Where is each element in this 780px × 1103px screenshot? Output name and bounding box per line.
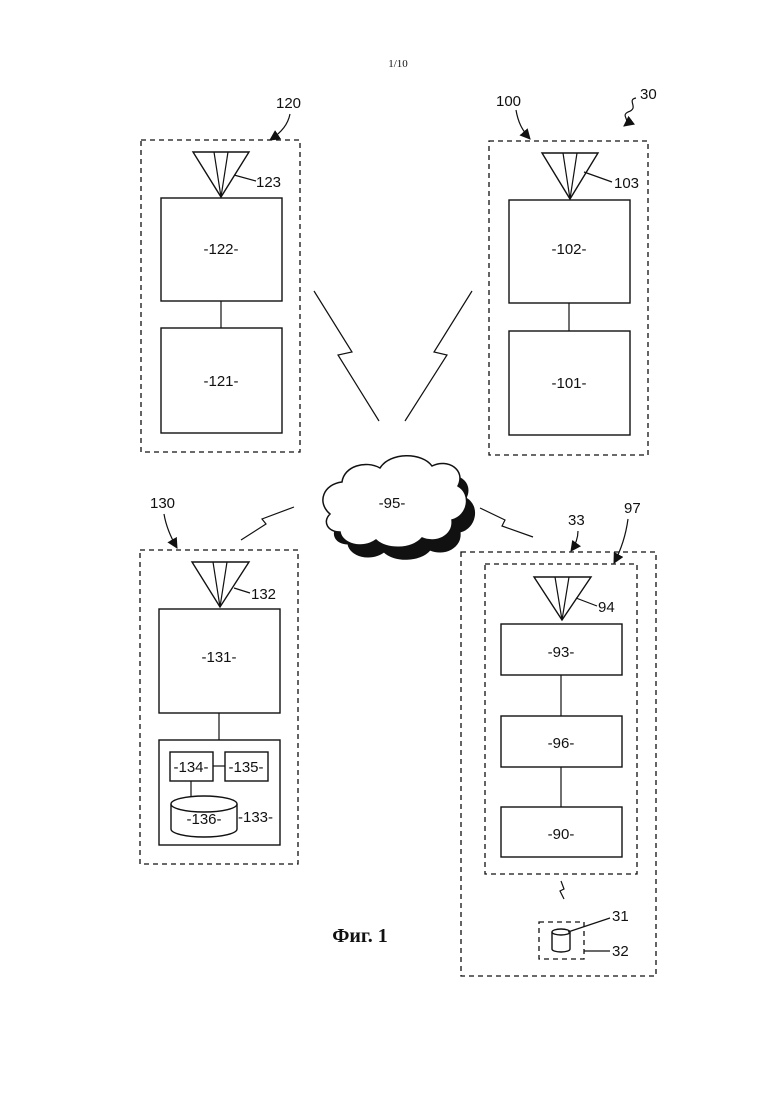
antenna-icon [192,562,249,607]
antenna-ref-94: 94 [598,599,615,616]
antenna-ref-132: 132 [251,586,276,603]
device-97-ref: 97 [624,500,641,517]
block-102-label: -102- [551,241,586,258]
block-121-label: -121- [203,373,238,390]
link-tag [560,881,564,899]
link-130 [241,507,294,540]
block-101-label: -101- [551,375,586,392]
device-97-arrow [614,519,628,563]
group-30-squiggle [624,98,636,126]
device-33-arrow [571,531,578,551]
database-136-label: -136- [186,811,221,828]
device-130-ref: 130 [150,495,175,512]
device-130: 130 132 -131- -134- -135- -136- -133- [140,495,298,864]
antenna-icon [542,153,598,199]
device-120: 120 123 -122- -121- [141,95,301,452]
device-120-ref: 120 [276,95,301,112]
device-120-arrow [270,114,290,140]
tag-cylinder-icon [552,929,570,952]
block-133-label: -133- [238,809,273,826]
block-96-label: -96- [548,735,575,752]
tag-ref-31: 31 [612,908,629,925]
group-ref-30: 30 [640,86,657,103]
link-33 [480,508,533,537]
block-135-label: -135- [228,759,263,776]
device-100-arrow [516,110,530,139]
network-cloud: -95- [323,456,475,560]
device-100-ref: 100 [496,93,521,110]
link-120 [314,291,379,421]
block-131-label: -131- [201,649,236,666]
figure-caption: Фиг. 1 [332,925,388,947]
cloud-label: -95- [379,495,406,512]
block-134-label: -134- [173,759,208,776]
antenna-ref-103: 103 [614,175,639,192]
page-number: 1/10 [388,58,408,70]
device-33: 33 97 94 -93- -96- -90- 31 32 [461,500,656,976]
antenna-icon [193,152,249,197]
tag-box-ref-32: 32 [612,943,629,960]
antenna-ref-123: 123 [256,174,281,191]
device-100: 100 30 103 -102- -101- [489,86,657,455]
device-130-arrow [164,514,177,548]
device-33-ref: 33 [568,512,585,529]
block-93-label: -93- [548,644,575,661]
block-122-label: -122- [203,241,238,258]
block-90-label: -90- [548,826,575,843]
antenna-icon [534,577,591,620]
link-100 [405,291,472,421]
